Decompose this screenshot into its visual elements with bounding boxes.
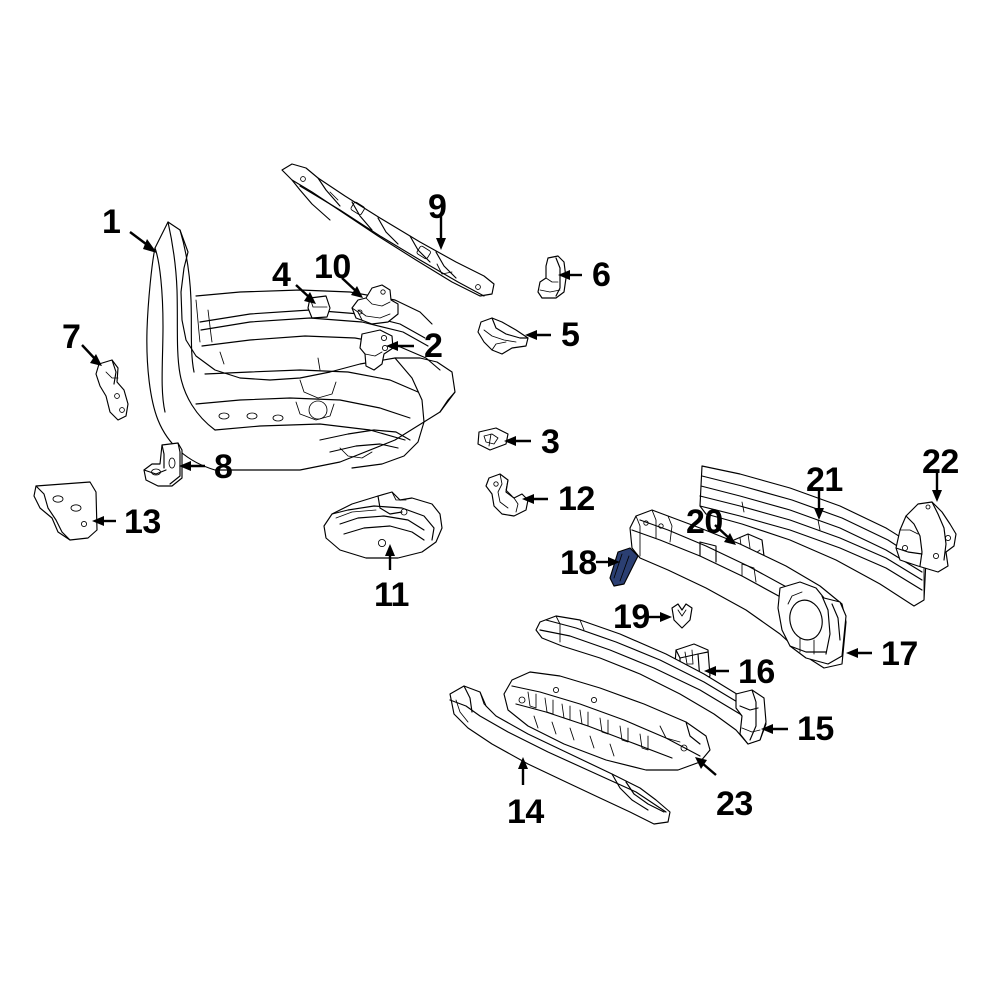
part-bracket-small-plate: [477, 427, 509, 451]
callout-number-12[interactable]: 12: [558, 480, 595, 518]
callout-number-11[interactable]: 11: [374, 576, 409, 614]
part-impact-bar: [629, 509, 847, 669]
part-front-bumper-cover: [146, 221, 456, 471]
callout-number-20[interactable]: 20: [686, 503, 723, 541]
part-mounting-bracket: [143, 442, 183, 487]
callout-number-22[interactable]: 22: [922, 443, 959, 481]
callout-number-19[interactable]: 19: [613, 598, 650, 636]
callout-number-17[interactable]: 17: [881, 635, 918, 673]
part-fog-light-bezel: [323, 491, 443, 559]
part-side-retainer-left: [95, 359, 129, 421]
callout-leaders: [81, 216, 942, 785]
part-lower-beam: [535, 615, 767, 745]
part-lower-deflector-panel: [449, 685, 671, 825]
callout-number-13[interactable]: 13: [124, 503, 161, 541]
part-undercover-shield: [503, 671, 711, 771]
callout-number-4[interactable]: 4: [272, 256, 291, 294]
callout-number-16[interactable]: 16: [738, 653, 775, 691]
part-crash-box-bracket: [895, 501, 957, 573]
part-air-guide-bracket: [537, 255, 567, 299]
callout-number-15[interactable]: 15: [797, 710, 834, 748]
callout-number-21[interactable]: 21: [806, 461, 843, 499]
callout-number-18[interactable]: 18: [560, 544, 597, 582]
callout-number-7[interactable]: 7: [62, 318, 81, 356]
callout-number-14[interactable]: 14: [507, 793, 544, 831]
callout-number-10[interactable]: 10: [314, 248, 351, 286]
part-guide-bracket: [351, 284, 399, 325]
callout-number-6[interactable]: 6: [592, 256, 611, 294]
part-retaining-clip: [671, 603, 693, 629]
callout-number-1[interactable]: 1: [102, 203, 121, 241]
callout-number-5[interactable]: 5: [561, 316, 580, 354]
callout-number-2[interactable]: 2: [424, 327, 443, 365]
part-license-plate-bracket: [33, 481, 98, 541]
callout-number-3[interactable]: 3: [541, 423, 560, 461]
part-side-bracket-right: [477, 317, 529, 355]
part-side-support-bracket: [485, 473, 529, 517]
part-bumper-retainer-clip: [359, 329, 394, 371]
callout-number-9[interactable]: 9: [428, 188, 447, 226]
part-upper-cover-seal: [281, 163, 495, 297]
callout-number-8[interactable]: 8: [214, 448, 233, 486]
part-highlighted-clip: [609, 547, 639, 587]
callout-number-23[interactable]: 23: [716, 785, 753, 823]
